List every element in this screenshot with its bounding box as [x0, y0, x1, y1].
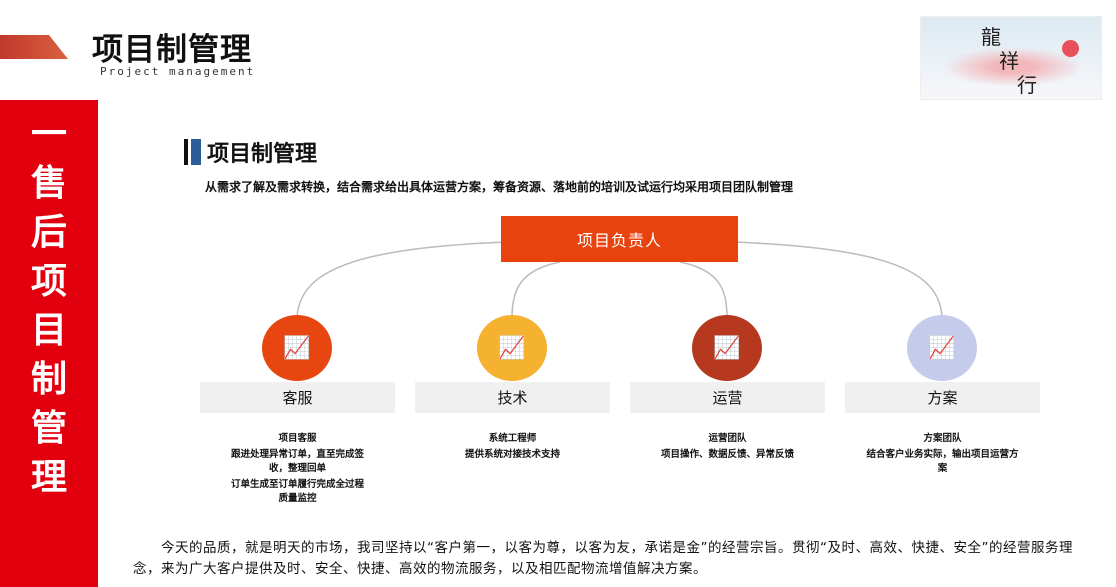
logo-char: 龍 [981, 25, 1001, 49]
team-label-solution: 方案 [845, 382, 1040, 413]
team-desc: 方案团队结合客户业务实际，输出项目运营方案 [866, 433, 1019, 474]
sidebar-char: 制 [30, 359, 67, 400]
sidebar-char: 后 [30, 212, 67, 253]
sidebar-char: 一 [30, 114, 67, 155]
heading-marker-icon [191, 139, 201, 165]
sidebar-char: 管 [30, 408, 67, 449]
footer-paragraph: 今天的品质，就是明天的市场，我司坚持以“客户第一，以客为尊，以客为友，承诺是金”… [133, 540, 1073, 577]
logo-char: 祥 [999, 49, 1019, 73]
team-label-tech: 技术 [415, 382, 610, 413]
sidebar-banner: 一 售 后 项 目 制 管 理 [0, 100, 98, 587]
project-lead-box: 项目负责人 [501, 216, 738, 262]
sidebar-char: 理 [30, 457, 67, 498]
section-title: 项目制管理 [207, 142, 318, 167]
section-heading: 项目制管理 [184, 136, 317, 168]
team-desc: 运营团队项目操作、数据反馈、异常反馈 [660, 433, 794, 460]
sidebar-char: 目 [30, 310, 67, 351]
team-desc: 项目客服跟进处理异常订单，直至完成签收，整理回单订单生成至订单履行完成全过程质量… [230, 433, 364, 504]
section-intro: 从需求了解及需求转换，结合需求给出具体运营方案，筹备资源、落地前的培训及试运行均… [205, 180, 794, 194]
logo-char: 行 [1017, 73, 1037, 97]
company-logo: 龍 祥 行 [920, 16, 1102, 100]
page-subtitle: Project management [100, 65, 256, 78]
sidebar-char: 售 [30, 163, 67, 204]
dragon-icon [943, 47, 1083, 87]
team-label-operations: 运营 [630, 382, 825, 413]
sidebar-char: 项 [30, 261, 67, 302]
trend-chart-icon: 📈 [262, 315, 332, 381]
page-title: 项目制管理 [92, 32, 252, 68]
trend-chart-icon: 📈 [907, 315, 977, 381]
team-label-customer-service: 客服 [200, 382, 395, 413]
team-desc: 系统工程师提供系统对接技术支持 [464, 433, 560, 460]
sun-icon [1062, 40, 1079, 57]
trend-chart-icon: 📈 [692, 315, 762, 381]
trend-chart-icon: 📈 [477, 315, 547, 381]
